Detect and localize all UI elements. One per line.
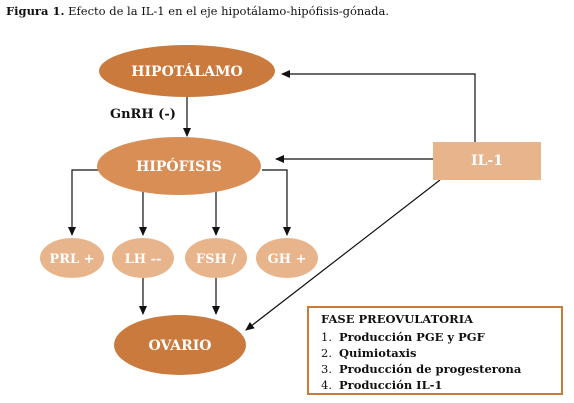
edge-il1-ovario — [245, 179, 441, 331]
node-prl-label: PRL + — [49, 252, 94, 267]
caption-label: Figura 1. — [6, 4, 65, 18]
gnrh-label: GnRH (-) — [110, 107, 176, 122]
fase-list: 1. Producción PGE y PGF 2. Quimiotaxis 3. P… — [321, 329, 551, 393]
fase-item-text: Producción PGE y PGF — [339, 330, 485, 344]
fase-item: 1. Producción PGE y PGF — [321, 329, 551, 345]
fase-item: 3. Producción de progesterona — [321, 361, 551, 377]
edge-hipofisis-gh — [262, 169, 291, 236]
figure-caption: Figura 1. Efecto de la IL-1 en el eje hi… — [6, 4, 389, 18]
node-lh: LH -- — [112, 238, 174, 278]
node-gh: GH + — [256, 238, 318, 278]
node-ovario-label: OVARIO — [149, 338, 212, 354]
fase-item-text: Producción IL-1 — [339, 378, 443, 392]
node-hipotalamo: HIPOTÁLAMO — [99, 45, 275, 97]
node-hipofisis-label: HIPÓFISIS — [136, 157, 222, 175]
fase-item-text: Producción de progesterona — [339, 362, 522, 376]
edge-hipofisis-prl — [68, 169, 102, 236]
fase-item-text: Quimiotaxis — [339, 346, 417, 360]
fase-item-num: 4. — [321, 378, 332, 392]
edge-il1-hipotalamo — [281, 70, 476, 142]
node-hipotalamo-label: HIPOTÁLAMO — [131, 62, 242, 80]
node-ovario: OVARIO — [114, 315, 246, 375]
fase-preovulatoria-box: FASE PREOVULATORIA 1. Producción PGE y PG… — [307, 306, 563, 395]
fase-item: 2. Quimiotaxis — [321, 345, 551, 361]
node-hipofisis: HIPÓFISIS — [97, 137, 261, 195]
node-il1-label: IL-1 — [471, 153, 503, 169]
fase-title: FASE PREOVULATORIA — [321, 312, 474, 326]
fase-item-num: 2. — [321, 346, 332, 360]
node-fsh: FSH / — [185, 238, 247, 278]
node-gh-label: GH + — [268, 252, 307, 267]
node-lh-label: LH -- — [125, 252, 162, 267]
node-il1: IL-1 — [433, 142, 541, 180]
fase-item-num: 3. — [321, 362, 332, 376]
node-prl: PRL + — [40, 238, 104, 278]
fase-item: 4. Producción IL-1 — [321, 377, 551, 393]
caption-text: Efecto de la IL-1 en el eje hipotálamo-h… — [68, 4, 390, 18]
node-fsh-label: FSH / — [196, 252, 236, 267]
fase-item-num: 1. — [321, 330, 332, 344]
